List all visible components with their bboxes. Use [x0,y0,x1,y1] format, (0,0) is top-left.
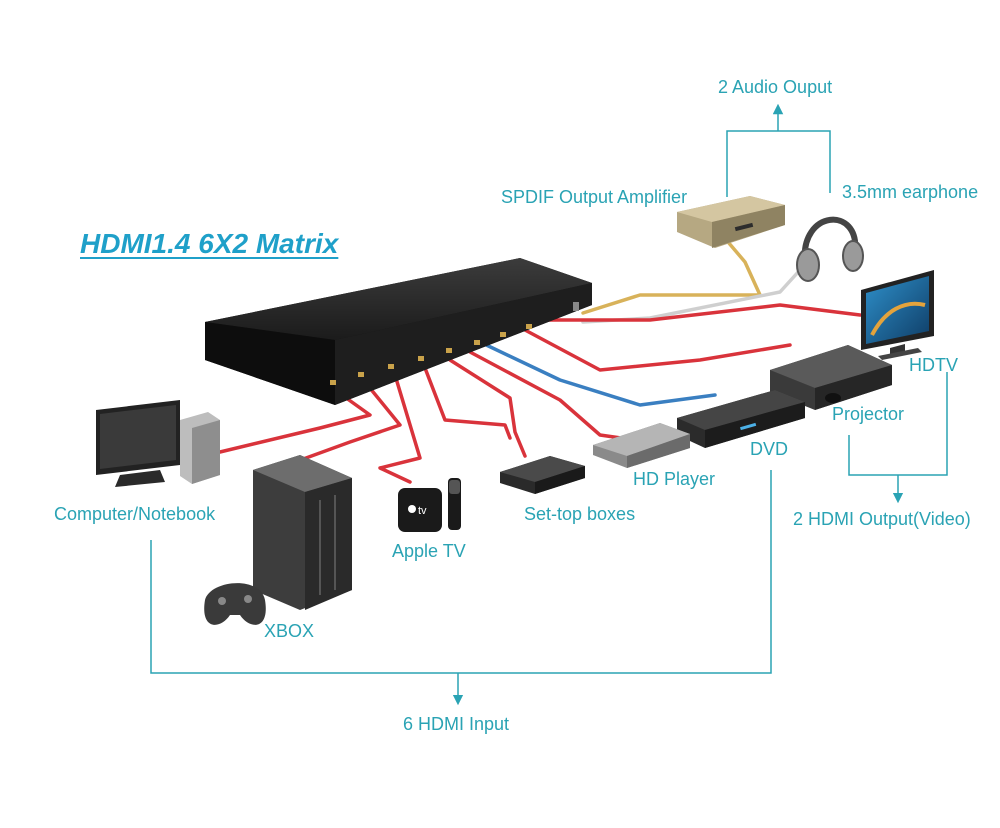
diagram-title: HDMI1.4 6X2 Matrix [80,228,339,259]
apple-tv-badge-text: tv [418,505,427,517]
label-audio-output: 2 Audio Ouput [718,77,833,97]
hdmi-input-bracket [150,470,772,706]
computer-icon [96,400,220,487]
settop-box-icon [500,456,585,494]
hdmi-output-bracket [848,372,948,504]
label-projector: Projector [832,404,905,424]
label-apple-tv: Apple TV [392,541,466,561]
label-hd-player: HD Player [633,469,716,489]
remote-icon [448,478,461,530]
cables [218,240,862,484]
label-spdif-amplifier: SPDIF Output Amplifier [501,187,688,207]
xbox-icon [253,455,352,610]
label-xbox: XBOX [264,621,315,641]
label-hdtv: HDTV [909,355,958,375]
label-computer: Computer/Notebook [54,504,216,524]
label-hdmi-output: 2 HDMI Output(Video) [793,509,971,529]
label-settop-boxes: Set-top boxes [524,504,636,524]
label-hdmi-input: 6 HDMI Input [403,714,510,734]
label-earphone: 3.5mm earphone [842,182,979,202]
matrix-switch-icon [205,258,592,405]
amplifier-icon [677,196,785,248]
apple-tv-icon: tv [398,488,442,532]
hdtv-icon [861,270,934,360]
gamepad-icon [204,583,266,625]
projector-icon [770,345,892,410]
audio-output-bracket [726,103,831,197]
label-dvd: DVD [750,439,789,459]
dvd-player-icon [677,390,805,448]
hd-player-icon [593,423,690,468]
headphones-icon [796,216,864,282]
